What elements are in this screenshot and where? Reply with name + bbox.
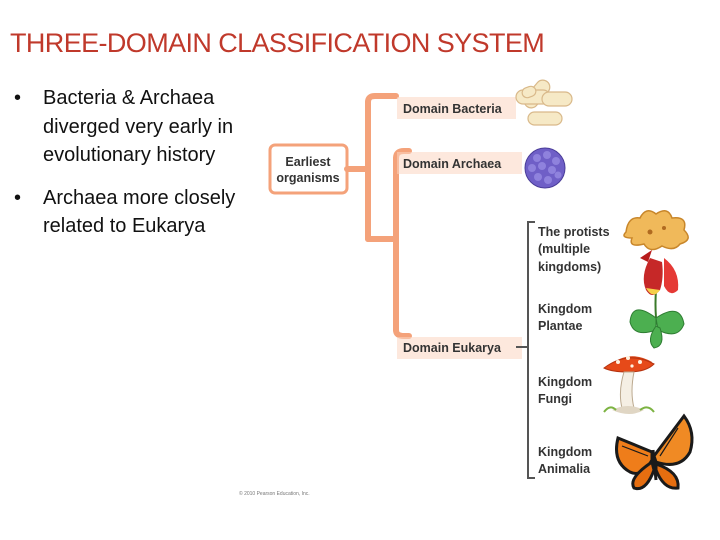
bullet-item: • Archaea more closely related to Eukary…: [4, 184, 254, 241]
slide-title: THREE-DOMAIN CLASSIFICATION SYSTEM: [10, 28, 545, 58]
bullet-item: • Bacteria & Archaea diverged very early…: [4, 84, 254, 170]
bullet-list: • Bacteria & Archaea diverged very early…: [4, 84, 254, 255]
bullet-marker: •: [14, 186, 22, 209]
eukarya-box: [397, 337, 522, 359]
archaea-image: [524, 147, 566, 189]
group-label: The protists: [538, 225, 610, 239]
root-label: Earliest: [285, 155, 331, 169]
root-box: [268, 143, 349, 195]
bacteria-box: [397, 97, 516, 119]
eukarya-bracket: [516, 221, 535, 479]
root-label: organisms: [276, 171, 339, 185]
bacteria-image: [515, 79, 573, 126]
bullet-marker: •: [14, 87, 22, 109]
group-label: Animalia: [538, 462, 591, 476]
branch-eukarya: [393, 327, 412, 339]
domain-archaea-label: Domain Archaea: [403, 157, 502, 171]
group-label: kingdoms): [538, 260, 601, 274]
group-label: Kingdom: [538, 302, 592, 316]
bullet-text: Bacteria & Archaea diverged very early i…: [43, 87, 234, 166]
copyright-notice: © 2010 Pearson Education, Inc.: [239, 491, 310, 497]
plant-image: [629, 250, 685, 349]
group-label: (multiple: [538, 242, 590, 256]
tree-branches: [344, 93, 412, 339]
group-label: Kingdom: [538, 445, 592, 459]
group-label: Plantae: [538, 319, 583, 333]
mushroom-image: [603, 356, 655, 414]
branch-bacteria: [365, 93, 399, 105]
archaea-box: [397, 152, 522, 174]
bullet-text: Archaea more closely related to Eukarya: [43, 186, 236, 238]
domain-eukarya-label: Domain Eukarya: [403, 341, 502, 355]
group-label: Kingdom: [538, 375, 592, 389]
butterfly-image: [615, 413, 694, 491]
protist-image: [623, 210, 689, 251]
group-label: Fungi: [538, 392, 572, 406]
domain-bacteria-label: Domain Bacteria: [403, 102, 503, 116]
